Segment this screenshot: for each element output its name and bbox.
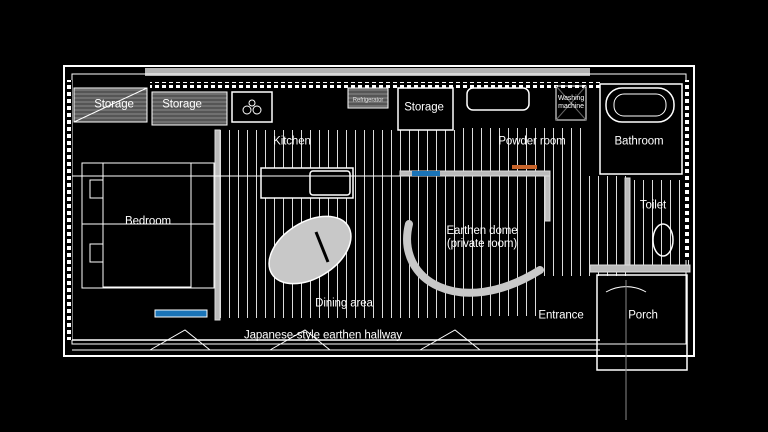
label-storage-2: Storage bbox=[162, 98, 202, 111]
kitchen-heater bbox=[412, 171, 440, 176]
label-earthen-dome-line2: (private room) bbox=[446, 238, 518, 250]
storage-rooms bbox=[73, 85, 587, 131]
label-bathroom: Bathroom bbox=[614, 135, 664, 148]
bedroom-heater bbox=[154, 309, 208, 318]
porch-walls bbox=[596, 274, 688, 420]
powder-room-heater bbox=[512, 165, 537, 169]
label-hallway: Japanese-style earthen hallway bbox=[243, 329, 403, 342]
exterior-walls bbox=[63, 65, 695, 357]
label-porch: Porch bbox=[628, 309, 658, 322]
dining-table bbox=[268, 215, 352, 285]
label-bedroom: Bedroom bbox=[125, 215, 171, 228]
label-toilet: Toilet bbox=[639, 199, 667, 212]
label-washing-machine: Washing machine bbox=[558, 95, 584, 111]
label-machine: machine bbox=[558, 103, 584, 110]
toilet-fixture bbox=[652, 223, 674, 257]
hallway-doors bbox=[149, 329, 481, 351]
label-entrance: Entrance bbox=[538, 309, 584, 322]
label-earthen-dome: Earthen dome (private room) bbox=[446, 225, 517, 251]
bathtub bbox=[599, 83, 683, 175]
label-washing: Washing bbox=[557, 95, 585, 102]
label-storage-1: Storage bbox=[94, 98, 134, 111]
label-earthen-dome-line1: Earthen dome bbox=[446, 225, 518, 237]
label-powder-room: Powder room bbox=[498, 135, 566, 148]
label-kitchen: Kitchen bbox=[273, 135, 311, 148]
label-dining-area: Dining area bbox=[315, 297, 373, 310]
label-refrigerator: Refrigerator bbox=[352, 97, 384, 104]
kitchen-counter bbox=[260, 167, 354, 199]
earthen-dome-wall bbox=[403, 220, 544, 297]
interior-walls bbox=[214, 129, 691, 321]
label-storage-3: Storage bbox=[404, 101, 444, 114]
bed bbox=[81, 162, 215, 289]
